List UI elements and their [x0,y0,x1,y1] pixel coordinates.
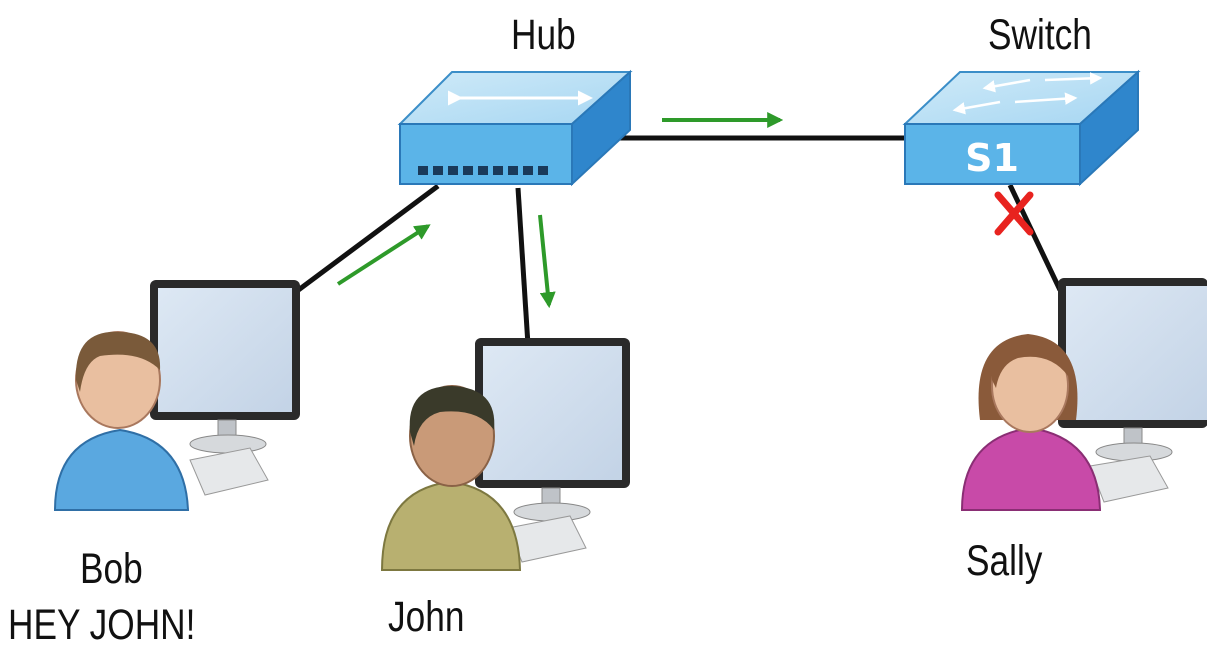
switch-label: Switch [988,11,1092,59]
cable-switch-sally [1007,183,1063,292]
john-avatar [380,385,522,571]
sally-computer [1058,278,1207,503]
bob-name-label: Bob [80,545,143,593]
switch-device: S1 [902,69,1141,187]
cable-bob-hub [283,183,440,303]
traffic-arrows [336,112,784,309]
sally-name-label: Sally [966,537,1043,585]
cable-john-hub [515,187,531,346]
arrow-hub-to-john-icon [538,214,556,309]
bob-avatar [53,331,190,511]
cables [283,135,1063,346]
john-name-label: John [388,593,465,641]
hub-device [397,69,633,187]
hub-ports [418,166,548,175]
bob-message-label: HEY JOHN! [8,601,196,649]
arrow-bob-to-hub-icon [336,224,431,286]
sally-avatar [960,334,1102,511]
hub-label: Hub [511,11,576,59]
bob-computer [150,280,300,496]
john-computer [475,338,630,563]
switch-badge: S1 [965,136,1019,180]
switching-arrows-icon [952,72,1103,115]
blocked-x-icon [994,191,1034,236]
